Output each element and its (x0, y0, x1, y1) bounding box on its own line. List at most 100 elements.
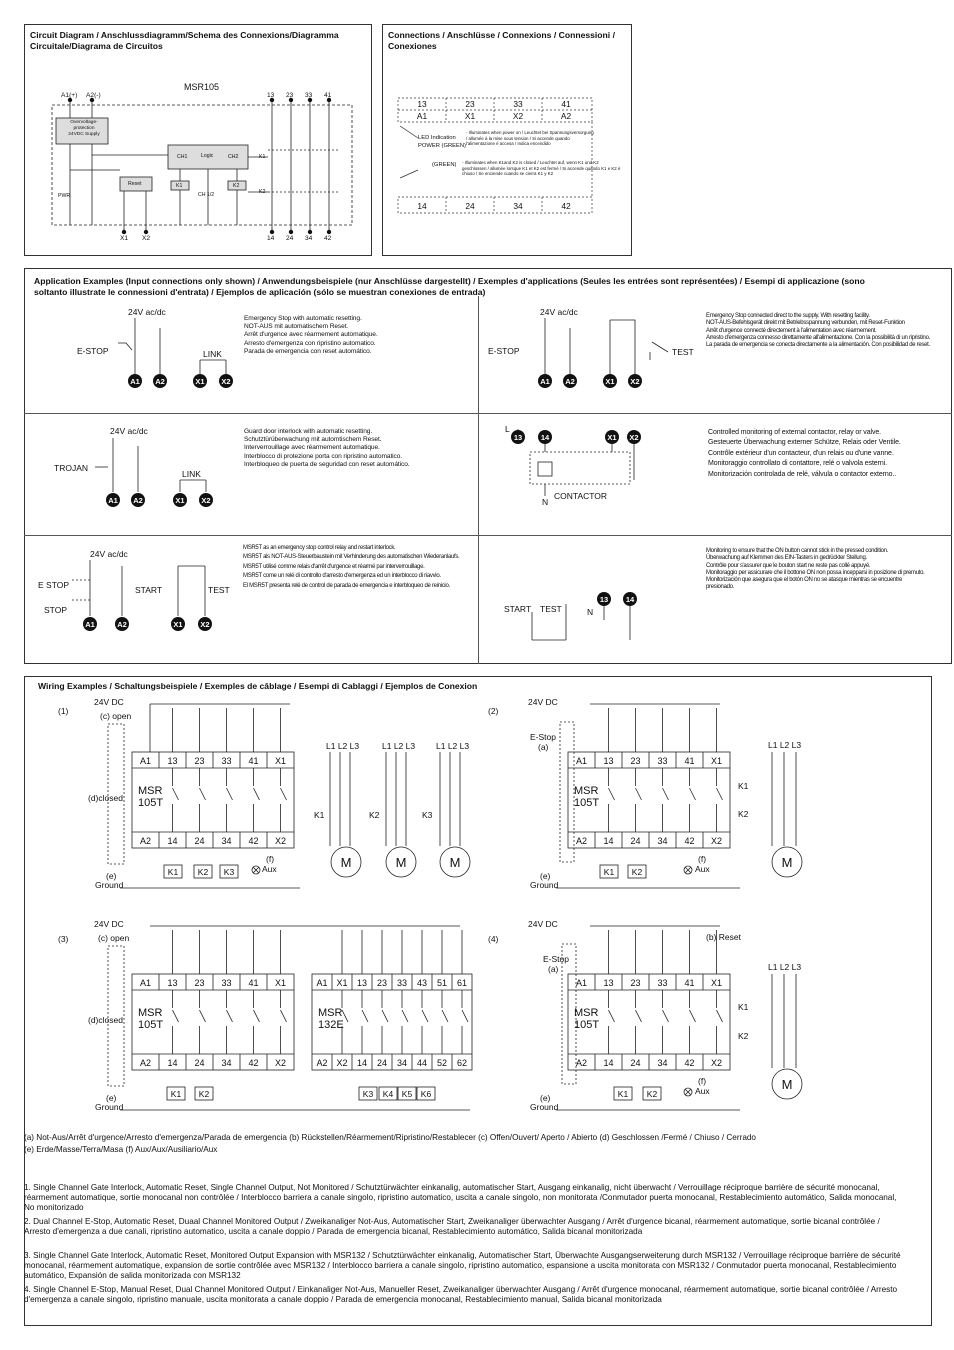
wiring-num-1: (1) (58, 706, 69, 716)
circuit-label-33: 33 (305, 92, 313, 99)
ex1-line-3: Arrêt d'urgence avec réarmement automati… (244, 331, 378, 339)
ex5-line-2: MSR5T als NOT-AUS-Steuerbaustein mit Ver… (243, 554, 460, 561)
w3a-bot-A2: A2 (140, 1058, 151, 1068)
w3-k1-box (166, 1086, 186, 1101)
ex2-text: Emergency Stop connected direct to the s… (706, 313, 931, 349)
w1-105t: 105T (138, 797, 164, 809)
ex6-line-3: Contrôle pour s'assurer que le bouton st… (706, 562, 871, 569)
w3a-top-41: 41 (248, 978, 258, 988)
ex2-x1-terminal (603, 374, 617, 388)
green-label: (GREEN) (432, 162, 457, 168)
ch2-label: CH2 (228, 154, 239, 160)
w4-motor-label: M (782, 1077, 793, 1092)
ex2-line-4: Arresto d'emergenza connesso direttament… (706, 334, 930, 341)
w3a-bot-14: 14 (167, 1058, 177, 1068)
w4-aux: Aux (695, 1086, 710, 1096)
w2-bot-A2: A2 (576, 836, 587, 846)
ex3-line-1: Guard door interlock with automatic rese… (244, 428, 373, 435)
conn-row3-1: 14 (417, 201, 427, 211)
w3a-contact-b-3 (226, 1009, 233, 1023)
ex3-link: LINK (182, 469, 201, 479)
w4-aux-symbol-x2 (684, 1088, 692, 1096)
wiring-panel (24, 676, 932, 1326)
w3b-top-51: 51 (437, 978, 447, 988)
ex4-x1-terminal (605, 430, 619, 444)
ch1-label: CH1 (177, 154, 188, 160)
circuit-model: MSR105 (184, 82, 220, 92)
circuit-diagram-panel (24, 24, 372, 256)
ex5-a1-terminal-label: A1 (85, 620, 95, 629)
ex1-a1-terminal-label: A1 (130, 377, 140, 386)
ex3-text: Guard door interlock with automatic rese… (244, 428, 469, 469)
w2-aux: Aux (695, 864, 710, 874)
w2-contact-b-4 (689, 787, 696, 801)
w3a-top-A1: A1 (140, 978, 151, 988)
w4-a: (a) (548, 964, 559, 974)
w3b-bot-62: 62 (457, 1058, 467, 1068)
w3b-bot-44: 44 (417, 1058, 427, 1068)
ex4-line-2: Gesteuerte Überwachung externer Schütze,… (708, 439, 901, 447)
ex2-estop: E-STOP (488, 346, 520, 356)
w1-motor-2-label: M (396, 855, 407, 870)
w4-ground: Ground (530, 1102, 559, 1112)
ch12-label: CH 1/2 (198, 192, 215, 198)
w4-top-13: 13 (603, 978, 613, 988)
ex4-13-terminal (511, 430, 525, 444)
ex1-a1-terminal (128, 374, 142, 388)
ex5-supply: 24V ac/dc (90, 549, 128, 559)
w4-top-41: 41 (684, 978, 694, 988)
ex5-line-3: MSR5T utilisé comme relais d'arrêt d'urg… (243, 563, 425, 570)
w4-aux-symbol-circle (683, 1087, 693, 1097)
w1-l123b: L1 L2 L3 (382, 741, 416, 751)
w3b-top-13: 13 (357, 978, 367, 988)
w1-supply: 24V DC (94, 697, 124, 707)
w1-top-13: 13 (167, 756, 177, 766)
ex2-x1-terminal-label: X1 (605, 377, 614, 386)
w4-bot-A2: A2 (576, 1058, 587, 1068)
w1-motor-1-circle (330, 846, 362, 878)
w2-k1-label: K1 (604, 867, 615, 877)
w4-estop: E-Stop (543, 954, 569, 964)
ex4-line-3: Contrôle extérieur d'un contacteur, d'un… (708, 449, 894, 457)
w3b-contact-b-3 (381, 1009, 389, 1023)
logic-label: Logic (201, 153, 214, 159)
power-green-label: POWER (GREEN) (418, 143, 466, 149)
w3b-contact-b-2 (361, 1009, 369, 1023)
circuit-label-42: 42 (324, 235, 332, 242)
conn-row3-2: 24 (465, 201, 475, 211)
ex2-x2-terminal (628, 374, 642, 388)
ex5-a2-terminal-label: A2 (117, 620, 127, 629)
w3-k3-label: K3 (363, 1089, 374, 1099)
w1-bot-X2: X2 (275, 836, 286, 846)
w2-bot-34: 34 (657, 836, 667, 846)
w2-motor-circle (771, 846, 803, 878)
ex1-estop: E-STOP (77, 346, 109, 356)
ex6-test: TEST (540, 604, 562, 614)
conn-row3-3: 34 (513, 201, 523, 211)
ex5-a1-terminal (83, 617, 97, 631)
w4-contact-b-5 (716, 1009, 723, 1023)
k1-box-label: K1 (176, 183, 183, 189)
ex2-supply: 24V ac/dc (540, 307, 578, 317)
note-2: 2. Dual Channel E-Stop, Automatic Reset,… (24, 1217, 880, 1237)
wiring-num-3: (3) (58, 934, 69, 944)
app-divider-vertical (478, 296, 479, 664)
ex4-14-terminal-label: 14 (541, 433, 550, 442)
ex3-a1-terminal (106, 493, 120, 507)
ex3-x2-terminal-label: X2 (201, 496, 210, 505)
w3-k2-box (194, 1086, 214, 1101)
w1-l123a: L1 L2 L3 (326, 741, 360, 751)
note-4: 4. Single Channel E-Stop, Manual Reset, … (24, 1285, 898, 1305)
ex5-a2-terminal (115, 617, 129, 631)
ex2-test: TEST (672, 347, 694, 357)
w3-closed: (d)closed (88, 1015, 123, 1025)
w2-top-A1: A1 (576, 756, 587, 766)
ex6-13-terminal-label: 13 (600, 595, 608, 604)
w2-contact-b-3 (662, 787, 669, 801)
w3-k1-label: K1 (171, 1089, 182, 1099)
w2-k1-box (599, 864, 619, 879)
w4-contact-b-1 (608, 1009, 615, 1023)
circuit-label-24: 24 (286, 235, 294, 242)
ex5-stop: STOP (44, 605, 67, 615)
reset-label: Reset (128, 181, 142, 187)
